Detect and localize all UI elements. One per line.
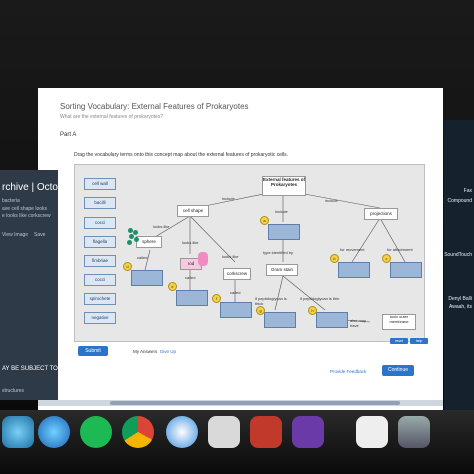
if-thick-label: if peptidoglycan is thick	[255, 296, 287, 306]
reset-button[interactable]: reset	[390, 338, 408, 344]
drop-target[interactable]	[264, 312, 296, 328]
corkscrew-node: corkscrew	[223, 268, 251, 280]
drop-target[interactable]	[176, 290, 208, 306]
term-tile[interactable]: negative	[84, 312, 116, 324]
if-thin-label: if peptidoglycan is thin	[300, 296, 340, 301]
provide-feedback-link[interactable]: Provide Feedback	[330, 369, 367, 374]
warning-text: AY BE SUBJECT TO	[2, 366, 58, 372]
page-title: Sorting Vocabulary: External Features of…	[60, 102, 249, 111]
left-line2: ave cell shape looks	[2, 206, 48, 212]
called-label: called	[230, 290, 241, 295]
term-tile[interactable]: cocci	[84, 217, 116, 229]
letter-marker: f	[212, 294, 221, 303]
toxic-outer-node: toxic outer membrane	[382, 314, 416, 330]
right-sidebar: Fax Compound SoundTouch Denyl Balli Awaa…	[444, 120, 474, 410]
photo-booth-icon[interactable]	[250, 416, 282, 448]
drop-target[interactable]	[338, 262, 370, 278]
left-heading: rchive | Octo	[2, 182, 58, 193]
save-link[interactable]: Save	[34, 232, 46, 238]
calculator-icon[interactable]	[208, 416, 240, 448]
right-text-1: Fax	[463, 188, 472, 194]
trash-icon[interactable]	[398, 416, 430, 448]
chrome-icon[interactable]	[122, 416, 154, 448]
called-label: called	[185, 275, 196, 280]
right-text-4: Denyl Balli	[448, 296, 472, 302]
pdf-document-icon[interactable]	[356, 416, 388, 448]
letter-marker: e	[168, 282, 177, 291]
imvu-icon[interactable]	[292, 416, 324, 448]
term-tile[interactable]: bacilli	[84, 197, 116, 209]
drop-target[interactable]	[390, 262, 422, 278]
dock-app-icon[interactable]	[2, 416, 34, 448]
right-text-2: Compound	[447, 198, 472, 204]
drop-target[interactable]	[220, 302, 252, 318]
called-label: called	[137, 255, 148, 260]
term-tile[interactable]: flagella	[84, 236, 116, 248]
type-identified-label: type identified by	[263, 250, 294, 255]
for-attachment-label: for attachment	[387, 247, 413, 252]
itunes-icon[interactable]	[38, 416, 70, 448]
submit-button[interactable]: Submit	[78, 346, 108, 356]
include-label: include	[275, 209, 288, 214]
safari-icon[interactable]	[166, 416, 198, 448]
my-answers-link[interactable]: My Answers Give Up	[133, 349, 176, 354]
instruction-text: Drag the vocabulary terms onto this conc…	[74, 152, 288, 158]
my-answers-text[interactable]: My Answers	[133, 349, 158, 354]
spotify-icon[interactable]	[80, 416, 112, 448]
view-image-link[interactable]: View Image	[2, 232, 29, 238]
for-movement-label: for movement	[340, 247, 365, 252]
drop-target[interactable]	[316, 312, 348, 328]
continue-button[interactable]: Continue	[382, 365, 414, 376]
include-label: include	[325, 198, 338, 203]
term-tile[interactable]: fimbriae	[84, 255, 116, 267]
give-up-link[interactable]: Give Up	[159, 349, 177, 354]
term-tile[interactable]: cell wall	[84, 178, 116, 190]
page-subtitle: What are the external features of prokar…	[60, 114, 164, 120]
term-tile[interactable]: cocci	[84, 274, 116, 286]
drop-target[interactable]	[131, 270, 163, 286]
left-line1: bacteria	[2, 198, 20, 204]
help-button[interactable]: help	[410, 338, 428, 344]
letter-marker: d	[123, 262, 132, 271]
looks-like-label: looks like	[222, 254, 239, 259]
term-tile[interactable]: spirochete	[84, 293, 116, 305]
left-line3: e looks like corkscrew	[2, 213, 51, 219]
also-may-have-label: also may have	[350, 318, 367, 328]
looks-like-label: looks like	[182, 240, 199, 245]
letter-marker: b	[330, 254, 339, 263]
letter-marker: a	[260, 216, 269, 225]
scrollbar-thumb[interactable]	[110, 401, 400, 405]
right-text-3: SoundTouch	[444, 252, 472, 258]
part-label: Part A	[60, 132, 77, 138]
gram-stain-node: Gram stain	[266, 264, 298, 276]
left-sidebar: rchive | Octo bacteria ave cell shape lo…	[0, 170, 58, 400]
sphere-node: sphere	[136, 236, 162, 248]
cell-shape-node: cell shape	[177, 205, 209, 217]
cocci-cluster-icon	[126, 226, 140, 246]
projections-node: projections	[364, 208, 398, 220]
rod-bacteria-icon	[198, 252, 208, 266]
drop-target[interactable]	[268, 224, 300, 240]
right-text-5: Awaah, its	[449, 304, 472, 310]
include-label: include	[222, 196, 235, 201]
letter-marker: g	[256, 306, 265, 315]
letter-marker: c	[382, 254, 391, 263]
looks-like-label: looks like	[153, 224, 170, 229]
letter-marker: h	[308, 306, 317, 315]
root-node: External features of Prokaryotes	[262, 176, 306, 196]
bottom-text: structures	[2, 388, 24, 394]
